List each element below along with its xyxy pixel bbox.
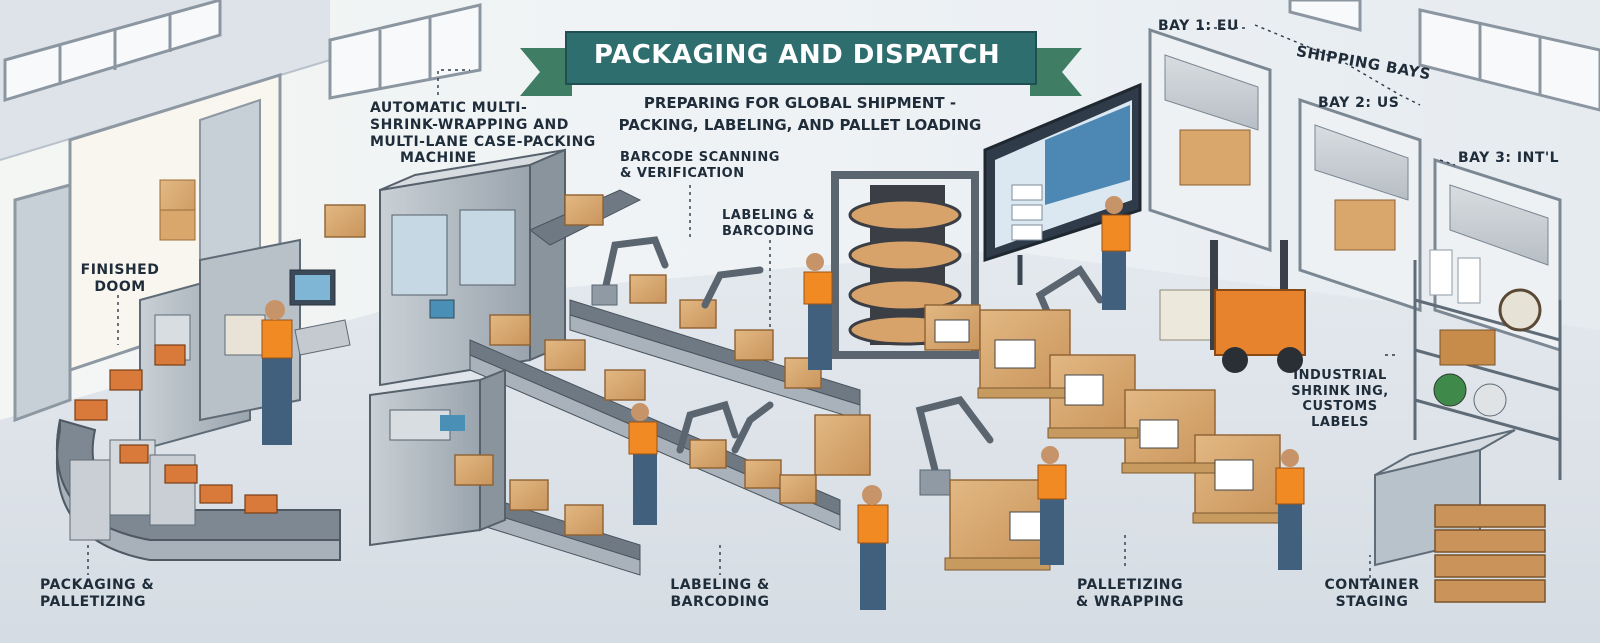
- label-barcode-scanning: BARCODE SCANNING & VERIFICATION: [620, 150, 780, 181]
- subtitle-line-1: PREPARING FOR GLOBAL SHIPMENT -: [643, 94, 957, 112]
- label-bay-3: BAY 3: INT'L: [1458, 150, 1560, 166]
- robot-arms: [601, 236, 1104, 474]
- control-terminal: [289, 269, 351, 356]
- banner-title: PACKAGING AND DISPATCH: [593, 40, 1001, 70]
- label-shrink-wrapping-machine: AUTOMATIC MULTI- SHRINK-WRAPPING AND MUL…: [370, 100, 596, 167]
- label-container-staging: CONTAINER STAGING: [1324, 577, 1420, 610]
- leader-lines: [87, 24, 1456, 585]
- window-right: [1418, 8, 1600, 112]
- label-packaging-palletizing: PACKAGING & PALLETIZING: [40, 577, 155, 610]
- book-stacks: [74, 344, 278, 514]
- inventory-screen: [983, 82, 1142, 285]
- window-center: [328, 3, 482, 100]
- window-right-top: [1288, 0, 1362, 32]
- staged-wood-pallets: [1434, 504, 1546, 603]
- title-banner: [520, 31, 1082, 96]
- label-labeling-barcoding-lower: LABELING & BARCODING: [670, 577, 770, 610]
- label-bay-1: BAY 1: EU: [1158, 18, 1239, 34]
- label-labeling-barcoding-upper: LABELING & BARCODING: [722, 208, 815, 239]
- label-finished-room: FINISHED DOOM: [80, 262, 160, 295]
- bay-door-eu: [1148, 27, 1272, 253]
- shelving-unit: [1413, 260, 1562, 480]
- workers: [261, 196, 1305, 610]
- label-shrink-customs: INDUSTRIAL SHRINK ING, CUSTOMS LABELS: [1291, 368, 1389, 430]
- pallet-destination-tags: [934, 319, 1254, 541]
- label-palletizing-wrapping: PALLETIZING & WRAPPING: [1075, 577, 1185, 610]
- window-left: [3, 0, 222, 103]
- forklift: [1159, 240, 1306, 373]
- banner-subtitle: PREPARING FOR GLOBAL SHIPMENT - PACKING,…: [600, 92, 1000, 136]
- cardboard-boxes: [324, 194, 871, 536]
- subtitle-line-2: PACKING, LABELING, AND PALLET LOADING: [618, 116, 982, 134]
- shrink-film-rolls: [1429, 249, 1542, 417]
- label-bay-2: BAY 2: US: [1318, 95, 1400, 111]
- bay-door-us: [1298, 97, 1422, 313]
